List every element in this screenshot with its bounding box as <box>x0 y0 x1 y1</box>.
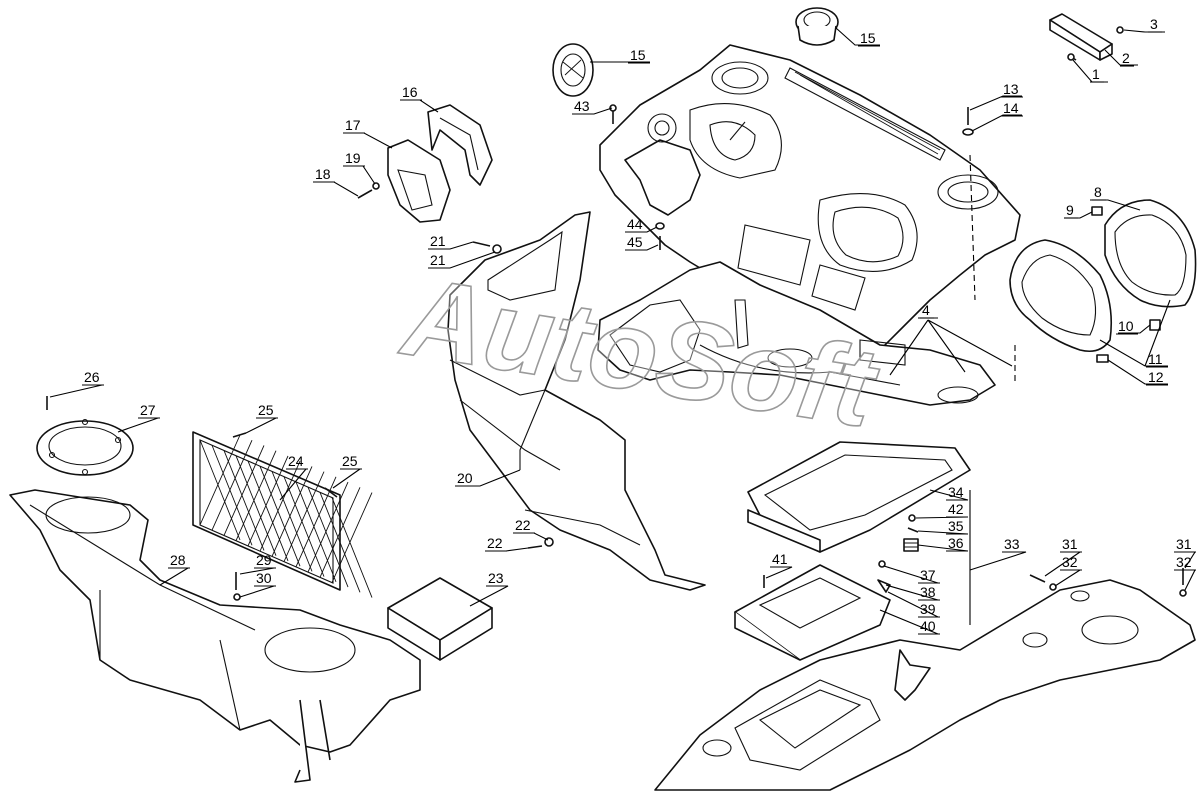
screw-29-30 <box>233 572 241 601</box>
latch-38-39 <box>877 579 891 593</box>
trim-16 <box>427 104 493 186</box>
vent-bezel-left <box>1009 239 1113 353</box>
callout-14: 14 <box>1003 100 1019 116</box>
callout-32a: 32 <box>1062 554 1078 570</box>
vent-bezel-right <box>1104 199 1197 308</box>
box-23 <box>387 577 493 661</box>
clip-9 <box>1091 206 1103 216</box>
callout-21a: 21 <box>430 233 446 249</box>
callout-29: 29 <box>256 552 272 568</box>
centre-console-33 <box>654 579 1196 791</box>
screw-44-45 <box>655 222 665 250</box>
callout-13: 13 <box>1003 81 1019 97</box>
tray-40 <box>734 564 891 661</box>
screw-1-head <box>1067 53 1075 61</box>
clip-42 <box>908 514 916 522</box>
callout-35: 35 <box>948 518 964 534</box>
screw-21-22-bottom <box>527 537 554 549</box>
callout-43: 43 <box>574 98 590 114</box>
screw-13-14 <box>962 107 974 136</box>
callout-17: 17 <box>345 117 361 133</box>
callout-22a: 21 <box>430 252 446 268</box>
callout-44: 44 <box>627 216 643 232</box>
callout-31a: 31 <box>1062 536 1078 552</box>
callout-8: 8 <box>1094 184 1102 200</box>
screw-18 <box>357 189 373 199</box>
callout-28: 28 <box>170 552 186 568</box>
callout-16: 16 <box>402 84 418 100</box>
callout-21b: 22 <box>487 535 503 551</box>
callout-25b: 25 <box>342 453 358 469</box>
callout-4: 4 <box>922 302 930 318</box>
callout-20: 20 <box>457 470 473 486</box>
screw-43 <box>609 104 617 124</box>
pin-25a <box>232 432 247 438</box>
speaker-ring-27 <box>36 418 134 476</box>
callout-15b: 15 <box>860 30 876 46</box>
callout-30: 30 <box>256 570 272 586</box>
screw-31-32-left <box>1029 574 1057 591</box>
callout-32b: 32 <box>1176 554 1192 570</box>
speaker-cover-15a <box>552 43 594 97</box>
callout-45: 45 <box>627 234 643 250</box>
callout-31b: 31 <box>1176 536 1192 552</box>
callout-2: 2 <box>1122 50 1130 66</box>
callout-38: 38 <box>920 584 936 600</box>
damper-36 <box>903 538 919 552</box>
armrest-lid-34 <box>747 441 971 553</box>
instrument-panel <box>599 44 1021 351</box>
callout-37: 37 <box>920 567 936 583</box>
callout-42: 42 <box>948 501 964 517</box>
screw-31-32-right <box>1179 568 1187 597</box>
callout-9: 9 <box>1066 202 1074 218</box>
callout-23: 23 <box>488 570 504 586</box>
callout-25a: 25 <box>258 402 274 418</box>
callout-39: 39 <box>920 601 936 617</box>
trim-17 <box>387 139 451 223</box>
callout-19: 19 <box>345 150 361 166</box>
screw-21-22-top <box>472 241 502 254</box>
callout-27: 27 <box>140 402 156 418</box>
bracket-2 <box>1049 13 1113 61</box>
callout-1: 1 <box>1092 66 1100 82</box>
callout-10: 10 <box>1118 318 1134 334</box>
callout-18: 18 <box>315 166 331 182</box>
clip-12 <box>1096 354 1109 363</box>
callout-layer: 1 2 3 4 8 9 10 11 12 13 14 15 15 <box>49 16 1196 635</box>
pin-25b <box>324 487 338 498</box>
callout-15a: 15 <box>630 47 646 63</box>
callout-11: 11 <box>1148 351 1163 367</box>
speaker-cover-15b <box>795 7 839 46</box>
callout-22b: 22 <box>515 517 531 533</box>
spring-35 <box>907 527 919 533</box>
clip-10 <box>1149 319 1161 331</box>
callout-26: 26 <box>84 369 100 385</box>
screw-3 <box>1116 26 1124 34</box>
callout-36: 36 <box>948 535 964 551</box>
callout-24: 24 <box>288 453 304 469</box>
rear-shelf-28 <box>9 489 421 783</box>
callout-40: 40 <box>920 618 936 634</box>
lower-dash-frame <box>597 261 996 406</box>
callout-12: 12 <box>1148 369 1164 385</box>
lower-panel-20 <box>447 211 706 591</box>
callout-33: 33 <box>1004 536 1020 552</box>
callout-34: 34 <box>948 484 964 500</box>
callout-41: 41 <box>772 551 788 567</box>
net-24 <box>192 431 373 598</box>
washer-19 <box>372 182 380 190</box>
callout-3: 3 <box>1150 16 1158 32</box>
screw-37 <box>878 560 886 568</box>
